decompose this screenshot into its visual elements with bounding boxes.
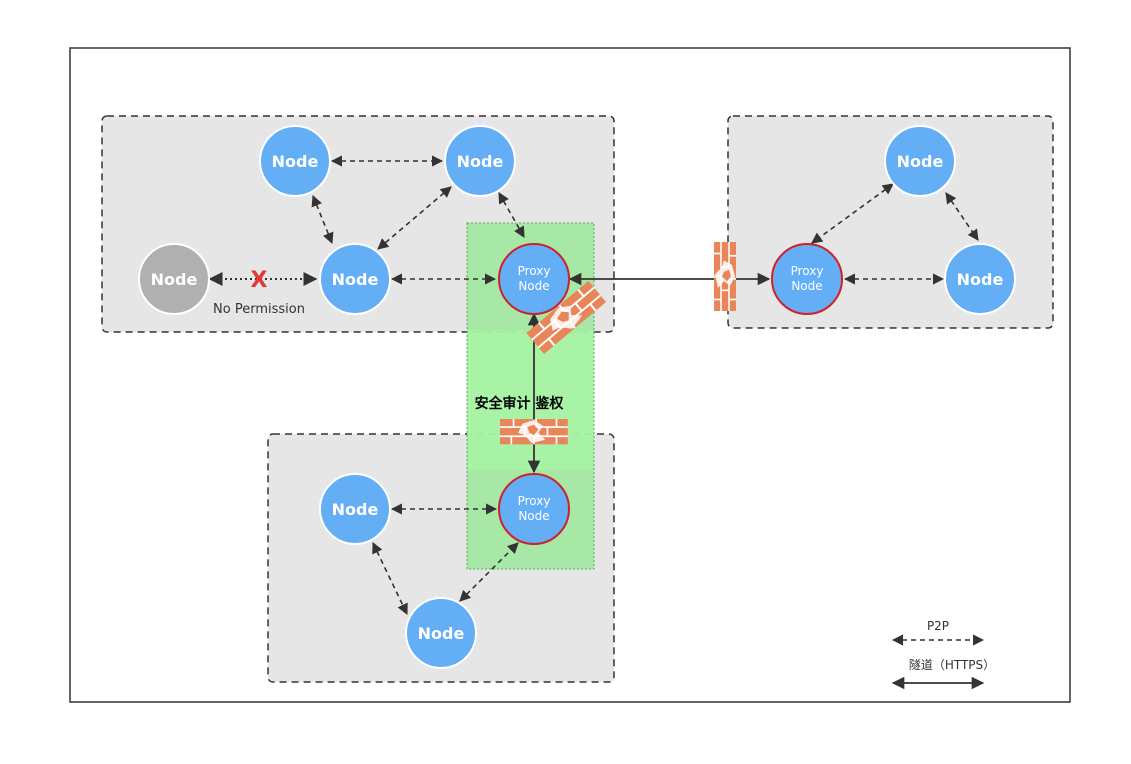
svg-text:Proxy: Proxy <box>518 264 551 278</box>
outer-frame <box>69 47 1071 703</box>
svg-text:Node: Node <box>151 270 198 289</box>
legend: P2P 隧道（HTTPS） <box>891 619 995 690</box>
node[interactable]: Node <box>259 125 331 197</box>
node[interactable]: Node <box>444 125 516 197</box>
p2p-link <box>811 183 894 244</box>
no-permission-label: No Permission <box>213 302 305 317</box>
node[interactable]: Node <box>319 473 391 545</box>
firewall-icon <box>499 418 569 446</box>
p2p-link <box>459 542 519 602</box>
svg-text:Node: Node <box>418 624 465 643</box>
svg-text:Node: Node <box>332 270 379 289</box>
proxy-node[interactable]: Proxy Node <box>771 243 843 315</box>
p2p-link <box>372 541 408 616</box>
proxy-node[interactable]: Proxy Node <box>498 473 570 545</box>
svg-text:Node: Node <box>272 152 319 171</box>
svg-text:Proxy: Proxy <box>518 494 551 508</box>
proxy-node[interactable]: Proxy Node <box>498 243 570 315</box>
svg-text:Node: Node <box>957 270 1004 289</box>
svg-text:Node: Node <box>897 152 944 171</box>
firewall-icon <box>713 241 737 312</box>
legend-tunnel-label: 隧道（HTTPS） <box>909 657 995 672</box>
node[interactable]: Node <box>884 125 956 197</box>
svg-text:Node: Node <box>518 279 549 293</box>
node-disabled[interactable]: Node <box>138 243 210 315</box>
svg-text:Proxy: Proxy <box>791 264 824 278</box>
node[interactable]: Node <box>319 243 391 315</box>
deny-mark: X <box>251 268 268 293</box>
svg-text:Node: Node <box>791 279 822 293</box>
legend-p2p-label: P2P <box>927 619 949 633</box>
p2p-link <box>377 186 452 250</box>
p2p-link <box>945 192 979 241</box>
node[interactable]: Node <box>405 597 477 669</box>
node[interactable]: Node <box>944 243 1016 315</box>
svg-text:Node: Node <box>332 500 379 519</box>
audit-label: 安全审计 鉴权 <box>475 395 565 412</box>
svg-text:Node: Node <box>518 509 549 523</box>
svg-text:Node: Node <box>457 152 504 171</box>
